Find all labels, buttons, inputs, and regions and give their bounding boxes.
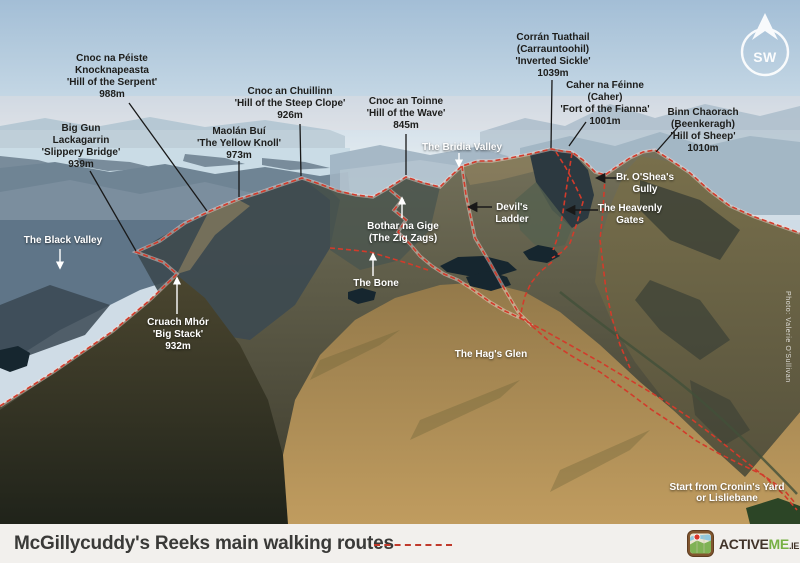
peak-label-caher-na-feinne: Caher na Féinne (Caher) 'Fort of the Fia… [560,80,649,128]
feature-text: Ladder [495,214,529,225]
peak-height: 988m [99,89,125,100]
feature-text: The Bone [353,278,399,289]
peak-height: 973m [226,150,252,161]
peak-height: 932m [165,341,191,352]
feature-text: The Heavenly [597,203,663,214]
peak-height: 926m [277,110,303,121]
feature-label-devils-ladder: Devil's Ladder [495,202,528,226]
footer-bar: McGillycuddy's Reeks main walking routes… [0,524,800,563]
poster-title: McGillycuddy's Reeks main walking routes [14,533,394,554]
compass-label: SW [753,49,777,65]
peak-alt-name: (Carrauntoohil) [516,44,590,55]
peak-label-cnoc-na-peiste: Cnoc na Péiste Knocknapeasta 'Hill of th… [67,53,157,101]
peak-height: 1001m [589,116,621,127]
peak-label-corran-tuathail: Corrán Tuathail (Carrauntoohil) 'Inverte… [515,32,590,80]
peak-meaning: 'Hill of the Wave' [366,108,446,119]
feature-label-black-valley: The Black Valley [24,235,102,247]
feature-label-bridia-valley: The Bridia Valley [422,142,502,154]
peak-meaning: 'Hill of the Steep Clope' [234,98,346,109]
peak-name: Cnoc an Toinne [368,96,444,107]
logo-active-text: ACTIVE [719,535,769,552]
peak-name: Cruach Mhór [147,317,209,328]
peak-alt-name: (Caher) [587,92,623,103]
feature-text: The Bridia Valley [421,142,503,153]
foreground-slope-layer [0,275,288,524]
feature-label-bothar-na-gige: Bothar na Gige (The Zig Zags) [367,221,439,245]
leader-lines [89,79,679,252]
feature-text: Br. O'Shea's [615,172,675,183]
feature-label-hags-glen: The Hag's Glen [455,349,527,361]
peak-name: Cnoc na Péiste [76,53,148,64]
peak-height: 939m [68,159,94,170]
peak-label-binn-chaorach: Binn Chaorach (Beenkeragh) 'Hill of Shee… [667,107,738,155]
black-arrows [466,172,619,216]
feature-text: Devil's [496,202,528,213]
activeme-logo: ACTIVEME.IE [687,529,799,558]
peak-meaning: 'Fort of the Fianna' [560,104,650,115]
peak-meaning: 'Slippery Bridge' [41,147,121,158]
peak-meaning: 'Hill of the Serpent' [66,77,158,88]
feature-text: or Lisliebane [696,493,758,504]
feature-text: (The Zig Zags) [368,233,438,244]
peak-height: 1010m [687,143,719,154]
peak-height: 1039m [537,68,569,79]
peak-alt-name: (Beenkeragh) [671,119,735,130]
peak-height: 845m [393,120,419,131]
peak-meaning: 'The Yellow Knoll' [196,138,282,149]
peak-name: Caher na Féinne [566,80,644,91]
river-path [559,291,798,495]
peak-name: Binn Chaorach [667,107,739,118]
aerial-photo: Cnoc na Péiste Knocknapeasta 'Hill of th… [0,0,800,524]
peak-alt-name: Lackagarrin [52,135,110,146]
peak-meaning: 'Big Stack' [152,329,204,340]
white-arrows [55,153,464,314]
compass-icon [740,13,790,77]
logo-ie-text: .IE [788,540,800,551]
peak-label-cnoc-an-toinne: Cnoc an Toinne 'Hill of the Wave' 845m [367,96,446,132]
peak-meaning: 'Inverted Sickle' [515,56,591,67]
feature-text: Gully [632,184,658,195]
walking-routes [0,147,800,511]
feature-text: Bothar na Gige [367,221,439,232]
peak-label-cruach-mhor: Cruach Mhór 'Big Stack' 932m [147,317,209,353]
peak-name: Cnoc an Chuillinn [247,86,333,97]
peak-name: Corrán Tuathail [516,32,590,43]
lakes-layer [0,245,560,372]
feature-text: Start from Cronin's Yard [669,482,785,493]
feature-text: Gates [616,215,644,226]
logo-map-icon [687,530,714,557]
logo-me-text: ME [768,535,790,552]
peak-alt-name: Knocknapeasta [75,65,149,76]
photo-credit: Photo: Valerie O'Sullivan [784,291,791,383]
peak-name: Maolán Buí [212,126,266,137]
peak-meaning: 'Hill of Sheep' [670,131,736,142]
peak-label-cnoc-an-chuillinn: Cnoc an Chuillinn 'Hill of the Steep Clo… [235,86,346,122]
red-dashed-rule [374,544,452,546]
forest-patch [746,498,800,524]
feature-label-the-bone: The Bone [353,278,399,290]
feature-text: The Hag's Glen [454,349,528,360]
feature-text: The Black Valley [23,235,103,246]
route-lines [0,148,800,511]
peak-name: Big Gun [61,123,101,134]
terrain-scene [0,0,800,524]
peak-label-big-gun: Big Gun Lackagarrin 'Slippery Bridge' 93… [42,123,121,171]
feature-label-start-point: Start from Cronin's Yard or Lisliebane [670,482,785,504]
right-mountain-layer [595,156,800,477]
peak-label-maolan-bui: Maolán Buí 'The Yellow Knoll' 973m [197,126,281,162]
feature-label-heavenly-gates: The Heavenly Gates [598,203,662,227]
logo-wordmark: ACTIVEME.IE [719,536,799,552]
feature-label-osheas-gully: Br. O'Shea's Gully [616,172,674,196]
